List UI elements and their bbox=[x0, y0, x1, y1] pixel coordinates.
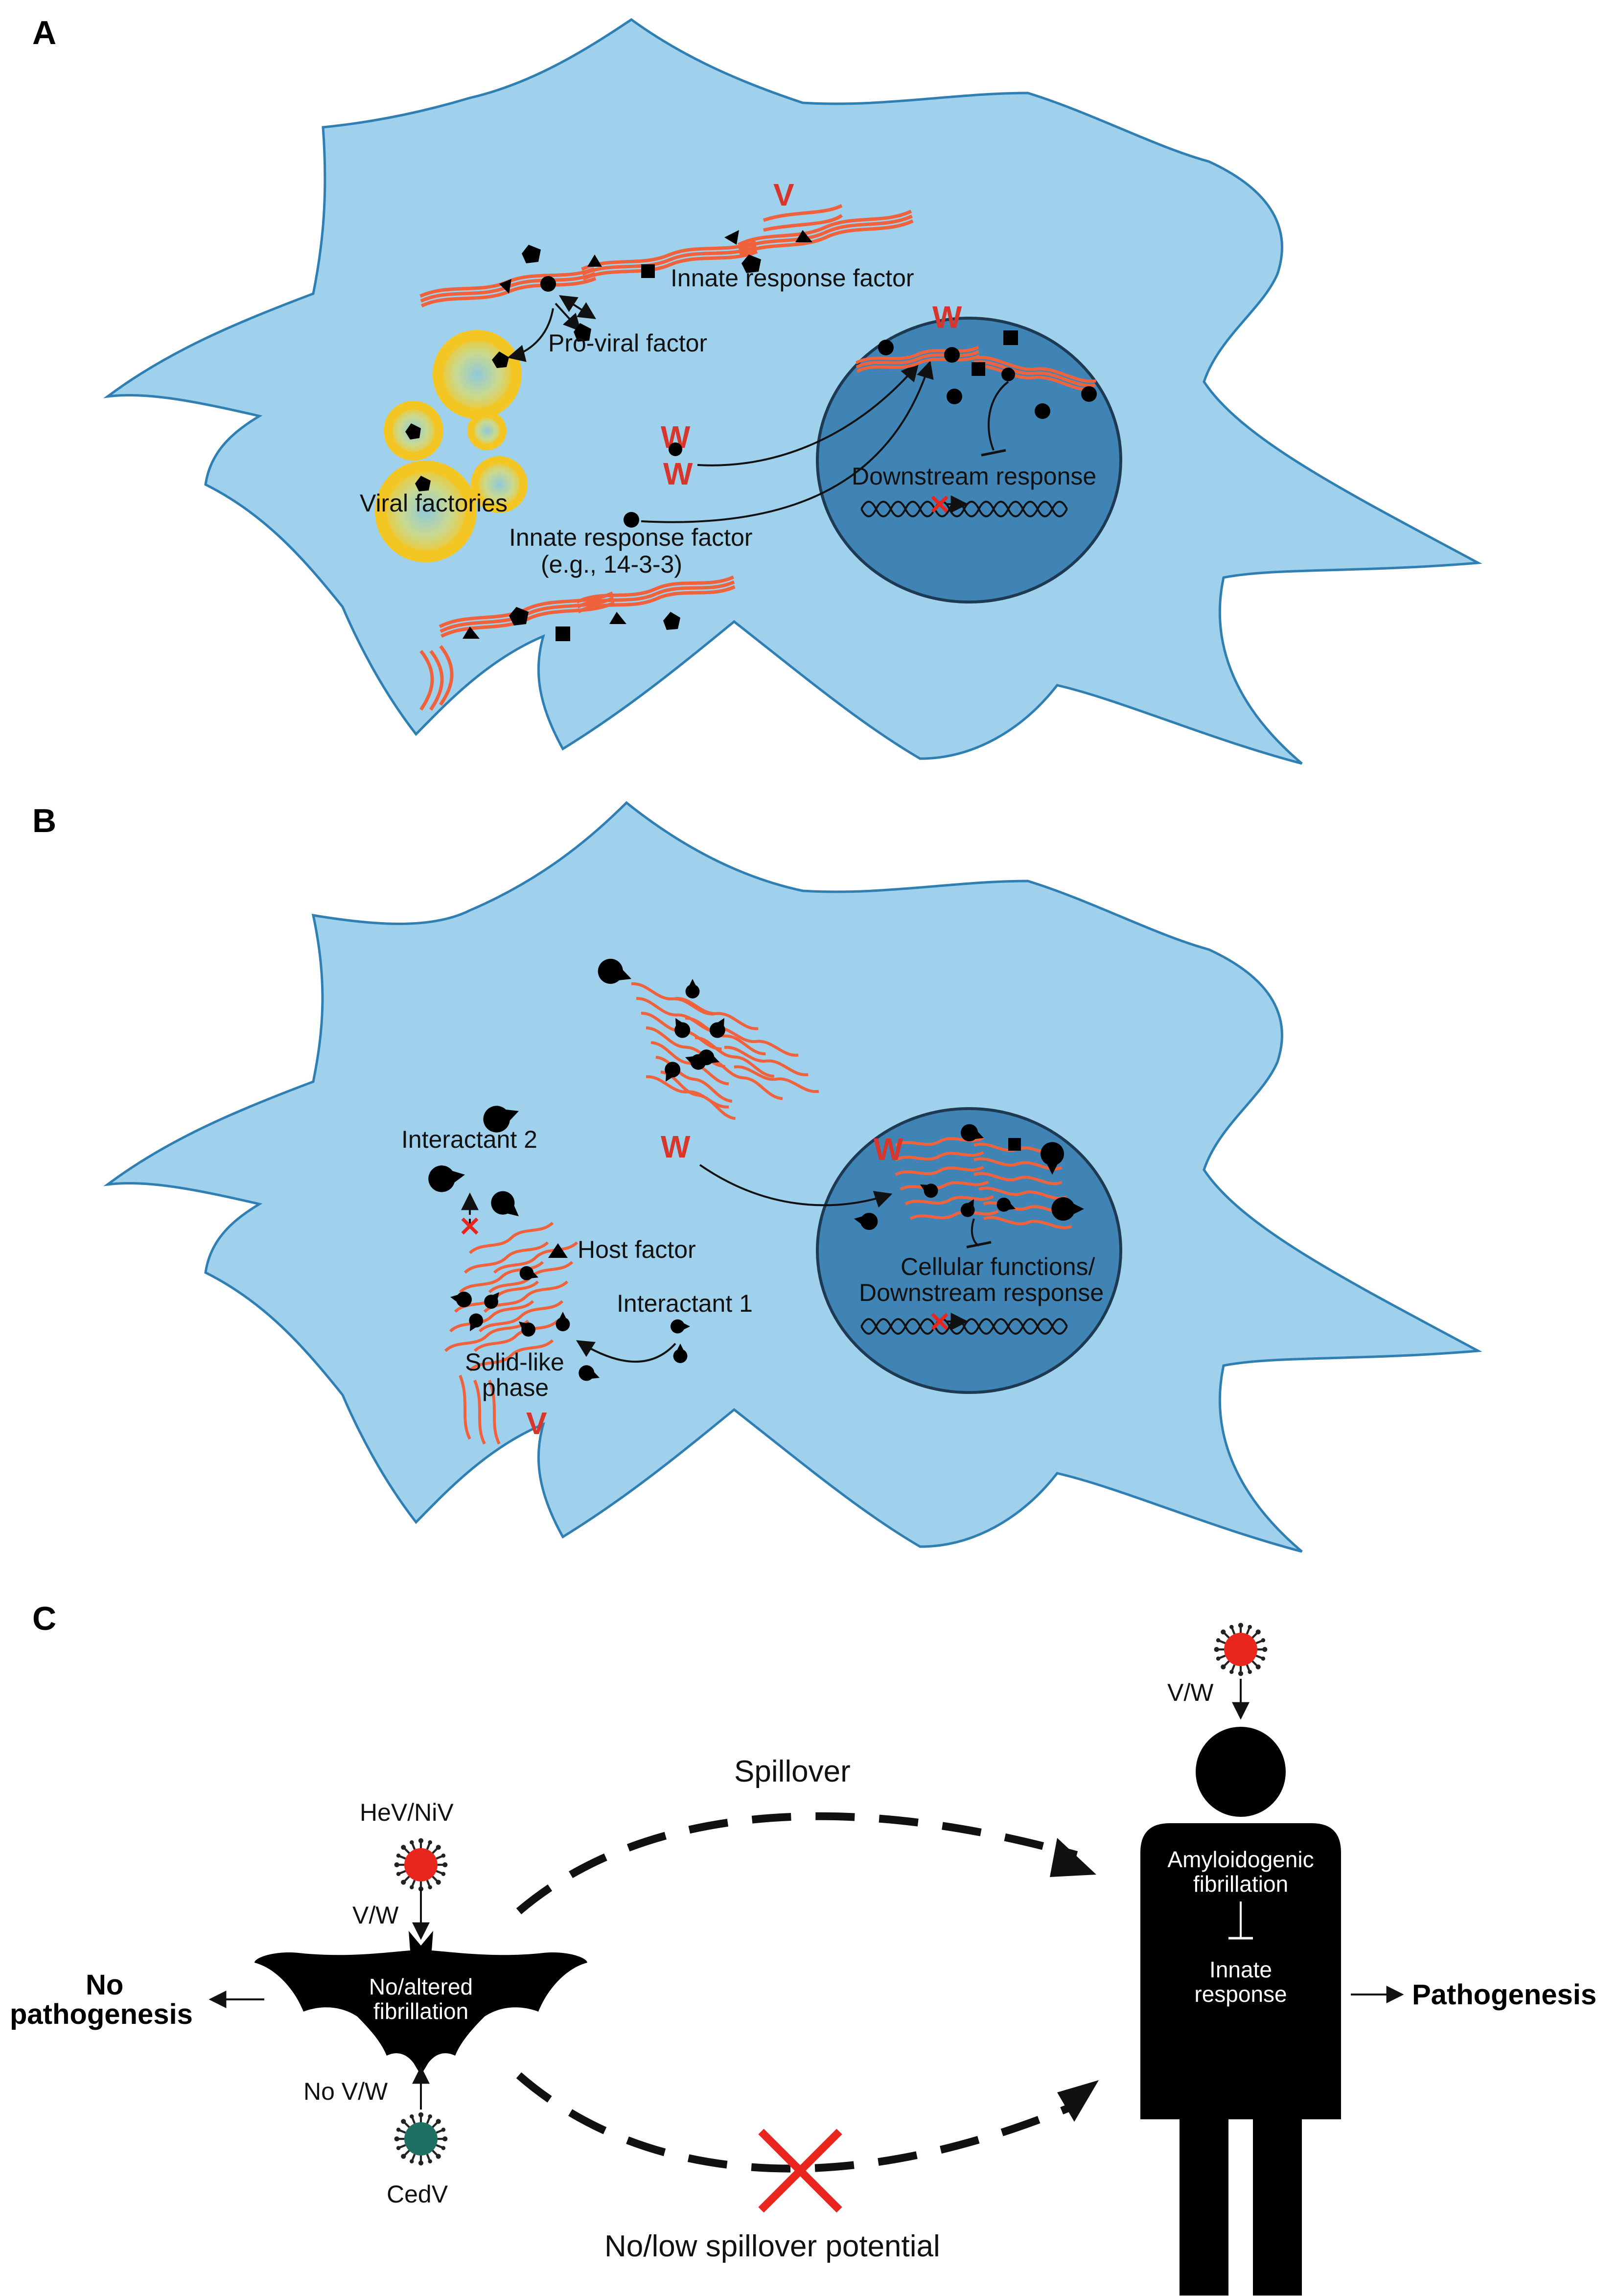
label-interactant-2: Interactant 2 bbox=[401, 1126, 537, 1153]
cell-a bbox=[103, 18, 1482, 765]
v-label-b: V bbox=[526, 1406, 547, 1441]
label-pathogenesis: Pathogenesis bbox=[1412, 1979, 1597, 2011]
cross-icon-b bbox=[461, 1217, 479, 1235]
nucleus-factors-a bbox=[878, 330, 1097, 419]
label-spillover: Spillover bbox=[734, 1755, 851, 1788]
inhibition-line-a bbox=[988, 381, 1009, 451]
label-pro-viral-factor: Pro-viral factor bbox=[548, 329, 707, 357]
virus-icon-cedv bbox=[394, 2112, 448, 2166]
factors-lower-a bbox=[463, 607, 680, 641]
label-vw-bat: V/W bbox=[352, 1902, 399, 1929]
arrow-w-nucleus-b bbox=[699, 1164, 893, 1208]
factors-upper-fibril bbox=[499, 230, 812, 294]
cell-b bbox=[103, 801, 1482, 1553]
w-nucleus-a: W bbox=[932, 300, 962, 335]
label-innate-1: Innate bbox=[1209, 1957, 1272, 1982]
panel-letter-b: B bbox=[32, 802, 56, 839]
human-icon bbox=[1140, 1727, 1341, 2296]
bat-icon bbox=[255, 1931, 587, 2075]
label-amyloid-1: Amyloidogenic bbox=[1167, 1847, 1314, 1872]
spillover-arc bbox=[516, 1812, 1078, 1915]
label-vw-human: V/W bbox=[1167, 1679, 1214, 1706]
label-innate-response-factor: Innate response factor bbox=[671, 264, 914, 292]
aggregate-lower-b bbox=[445, 1221, 578, 1445]
v-label-a: V bbox=[773, 177, 794, 212]
label-viral-factories: Viral factories bbox=[360, 489, 508, 517]
label-no-vw: No V/W bbox=[303, 2078, 388, 2105]
label-hev-niv: HeV/NiV bbox=[360, 1799, 454, 1826]
w-cyto-b: W bbox=[661, 1129, 691, 1164]
label-solid-1: Solid-like bbox=[465, 1348, 564, 1376]
label-bat-1: No/altered bbox=[369, 1974, 473, 1999]
panel-letter-a: A bbox=[32, 14, 56, 51]
aggregate-lower-factors bbox=[449, 1186, 570, 1340]
label-cedv: CedV bbox=[387, 2180, 448, 2208]
no-spillover-arc bbox=[516, 2072, 1079, 2173]
panel-letter-c: C bbox=[32, 1600, 56, 1637]
label-solid-2: phase bbox=[482, 1374, 549, 1401]
factor-dots-a bbox=[405, 351, 509, 491]
viral-factory-icon bbox=[375, 330, 528, 562]
nucleus-factors-b bbox=[852, 1121, 1084, 1231]
label-no-patho-1: No bbox=[86, 1969, 123, 2001]
label-amyloid-2: fibrillation bbox=[1193, 1871, 1288, 1897]
arrow-innate-to-nucleus bbox=[641, 360, 934, 523]
arrow-w-to-nucleus bbox=[697, 363, 919, 466]
virus-icon-human bbox=[1214, 1623, 1268, 1676]
label-downstream-response: Downstream response bbox=[852, 463, 1096, 490]
label-bat-2: fibrillation bbox=[373, 1998, 468, 2024]
pro-viral-arrows bbox=[507, 295, 597, 362]
arrow-interactant-1 bbox=[576, 1340, 676, 1363]
label-no-spillover: No/low spillover potential bbox=[604, 2229, 940, 2263]
label-innate-factor-2: (e.g., 14-3-3) bbox=[541, 551, 682, 578]
w-cyto-a-2: W bbox=[663, 456, 693, 491]
label-innate-factor-1: Innate response factor bbox=[509, 524, 753, 551]
label-no-patho-2: pathogenesis bbox=[10, 1998, 193, 2030]
nucleus-b bbox=[816, 1107, 1122, 1394]
cross-icon-c bbox=[758, 2129, 842, 2213]
label-interactant-1: Interactant 1 bbox=[617, 1290, 753, 1317]
label-cellular-1: Cellular functions/ bbox=[901, 1253, 1095, 1280]
fibril-lower-a bbox=[419, 576, 735, 711]
label-innate-2: response bbox=[1194, 1981, 1287, 2007]
w-nucleus-b: W bbox=[874, 1132, 903, 1167]
cross-icon-b2 bbox=[931, 1313, 949, 1330]
fibril-icon bbox=[419, 204, 913, 306]
cross-icon bbox=[931, 495, 949, 513]
virus-icon-hev bbox=[394, 1838, 448, 1892]
label-cellular-2: Downstream response bbox=[859, 1279, 1104, 1306]
label-host-factor: Host factor bbox=[578, 1236, 696, 1263]
innate-factor-dot bbox=[624, 512, 639, 528]
